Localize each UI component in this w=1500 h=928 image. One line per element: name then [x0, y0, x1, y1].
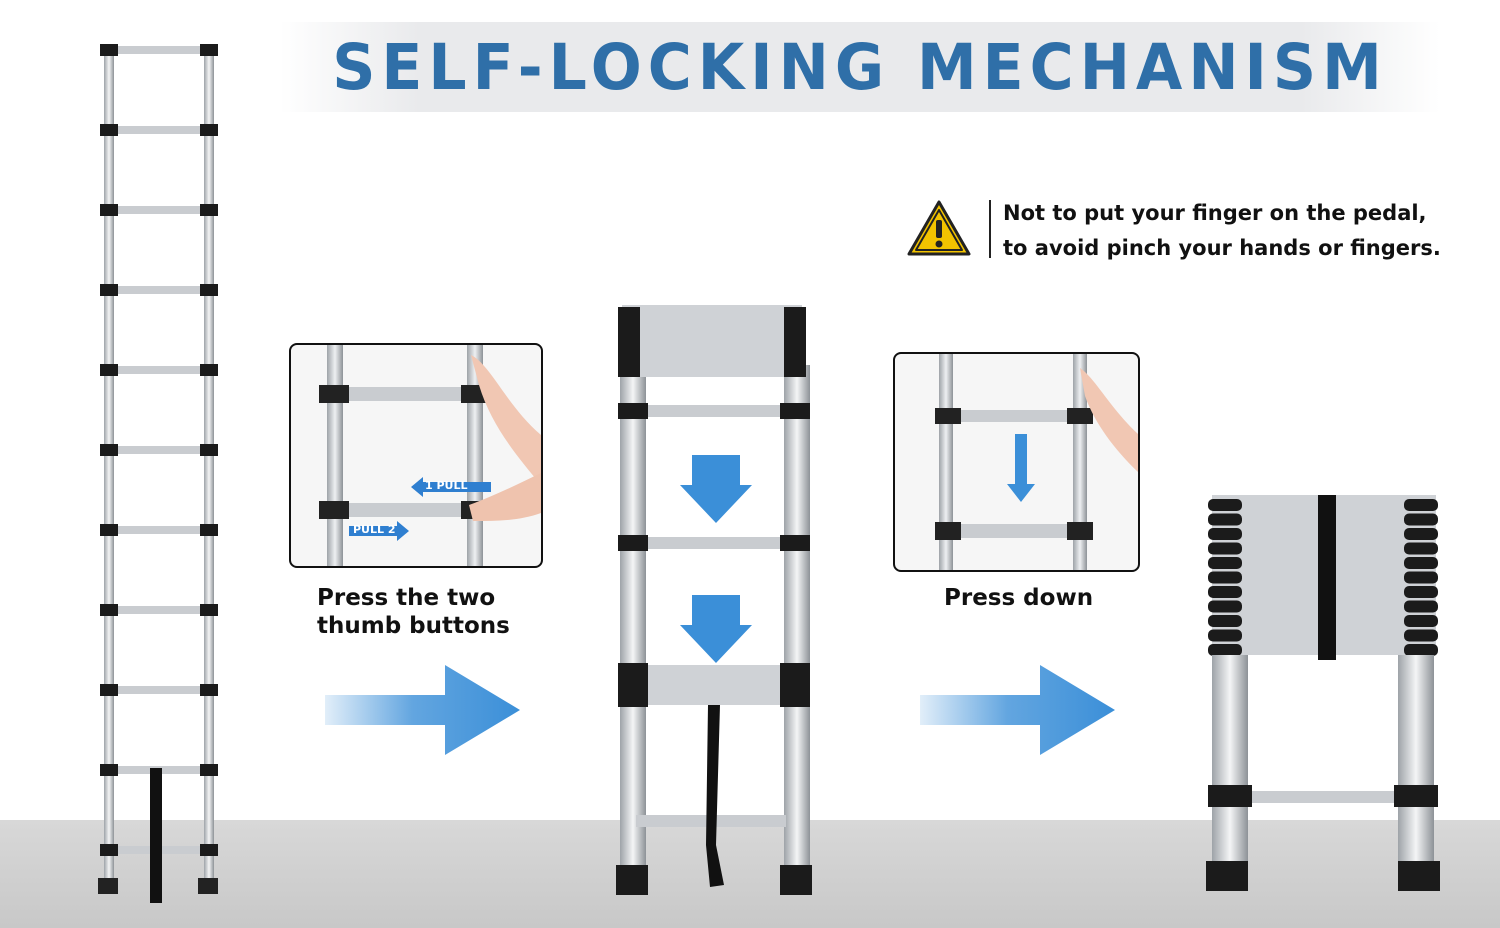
collapsed-rung-clip	[1208, 571, 1242, 584]
ladder-rung	[112, 606, 206, 614]
step-2-caption: Press down	[944, 584, 1093, 612]
collapsed-rung-clip	[1404, 615, 1438, 627]
warning-text: Not to put your finger on the pedal, to …	[1003, 196, 1463, 266]
pull-label-2-text: PULL 2	[353, 523, 396, 536]
ladder-rung-clip	[100, 684, 118, 696]
collapsed-rung-clip	[1404, 528, 1438, 540]
collapsed-rung-clip	[1404, 513, 1438, 526]
collapsed-rung-clip	[1208, 586, 1242, 598]
collapsed-rung-clip	[1404, 571, 1438, 584]
ladder-rung-clip	[100, 844, 118, 856]
warning-line-2: to avoid pinch your hands or fingers.	[1003, 236, 1441, 260]
ladder-rung-clip	[200, 604, 218, 616]
collapsed-rung-clip	[1208, 542, 1242, 555]
collapsed-rung-clip	[1208, 615, 1242, 627]
ladder-rung-clip	[200, 764, 218, 776]
collapsed-rung-clip	[1208, 600, 1242, 613]
ladder-rung-clip	[200, 444, 218, 456]
ladder-rung-clip	[100, 764, 118, 776]
warning-notice: Not to put your finger on the pedal, to …	[905, 196, 1465, 268]
warning-triangle-icon	[905, 198, 973, 260]
collapsed-rung-clip	[1404, 499, 1438, 511]
pull-label-1-text: 1 PULL	[425, 479, 468, 492]
thumb-button-detail-photo: 1 PULL PULL 2	[289, 343, 543, 568]
step-2-caption-line-1: Press down	[944, 585, 1094, 611]
collapsed-ladder-image	[1198, 495, 1448, 895]
collapsed-rung-clip	[1404, 586, 1438, 598]
ladder-rung-clip	[100, 124, 118, 136]
ladder-rung-clip	[200, 284, 218, 296]
pull-label-2: PULL 2	[349, 521, 409, 541]
ladder-rung-clip	[200, 44, 218, 56]
collapsed-ladder-stack	[1208, 499, 1438, 656]
ladder-rung-clip	[200, 524, 218, 536]
collapsed-rung-clip	[1208, 499, 1242, 511]
ladder-rung-clip	[100, 524, 118, 536]
step-1-caption: Press the two thumb buttons	[317, 584, 510, 640]
collapsed-rung-clip	[1404, 542, 1438, 555]
ladder-rung-clip	[100, 204, 118, 216]
collapsed-rung-clip	[1404, 644, 1438, 656]
right-arrow-icon-2	[920, 665, 1115, 755]
ladder-rung-clip	[200, 684, 218, 696]
collapsed-rung-clip	[1208, 513, 1242, 526]
warning-divider	[989, 200, 991, 258]
ladder-rung-clip	[100, 284, 118, 296]
ladder-rung	[112, 126, 206, 134]
collapsed-rung-clip	[1208, 644, 1242, 656]
extended-ladder-rungs	[100, 44, 218, 856]
collapsed-rung-clip	[1208, 528, 1242, 540]
collapsed-rung-clip	[1404, 557, 1438, 569]
collapsed-rung-clip	[1208, 557, 1242, 569]
collapsing-ladder-image	[612, 305, 812, 905]
step-1-caption-line-2: thumb buttons	[317, 613, 510, 639]
ladder-rung-clip	[100, 44, 118, 56]
press-down-detail-photo	[893, 352, 1140, 572]
ladder-rung-clip	[200, 844, 218, 856]
extended-ladder-image	[90, 38, 230, 908]
page-title: SELF-LOCKING MECHANISM	[332, 31, 1388, 105]
ladder-rung-clip	[100, 364, 118, 376]
ladder-rung	[112, 206, 206, 214]
ladder-rung	[112, 46, 206, 54]
collapsed-rung-clip	[1208, 629, 1242, 642]
ladder-rung	[112, 686, 206, 694]
ladder-rung-clip	[200, 124, 218, 136]
pull-label-1: 1 PULL	[411, 477, 491, 497]
step-1-caption-line-1: Press the two	[317, 585, 496, 611]
right-arrow-icon	[325, 665, 520, 755]
ladder-rung	[112, 366, 206, 374]
ladder-rung-clip	[200, 364, 218, 376]
ladder-rung	[112, 526, 206, 534]
warning-line-1: Not to put your finger on the pedal,	[1003, 201, 1427, 225]
floor-backdrop	[0, 820, 1500, 928]
ladder-rung-clip	[100, 444, 118, 456]
title-banner	[280, 22, 1440, 112]
collapsed-rung-clip	[1404, 629, 1438, 642]
ladder-rung-clip	[200, 204, 218, 216]
ladder-rung	[112, 286, 206, 294]
ladder-rung-clip	[100, 604, 118, 616]
collapsed-rung-clip	[1404, 600, 1438, 613]
ladder-rung	[112, 446, 206, 454]
